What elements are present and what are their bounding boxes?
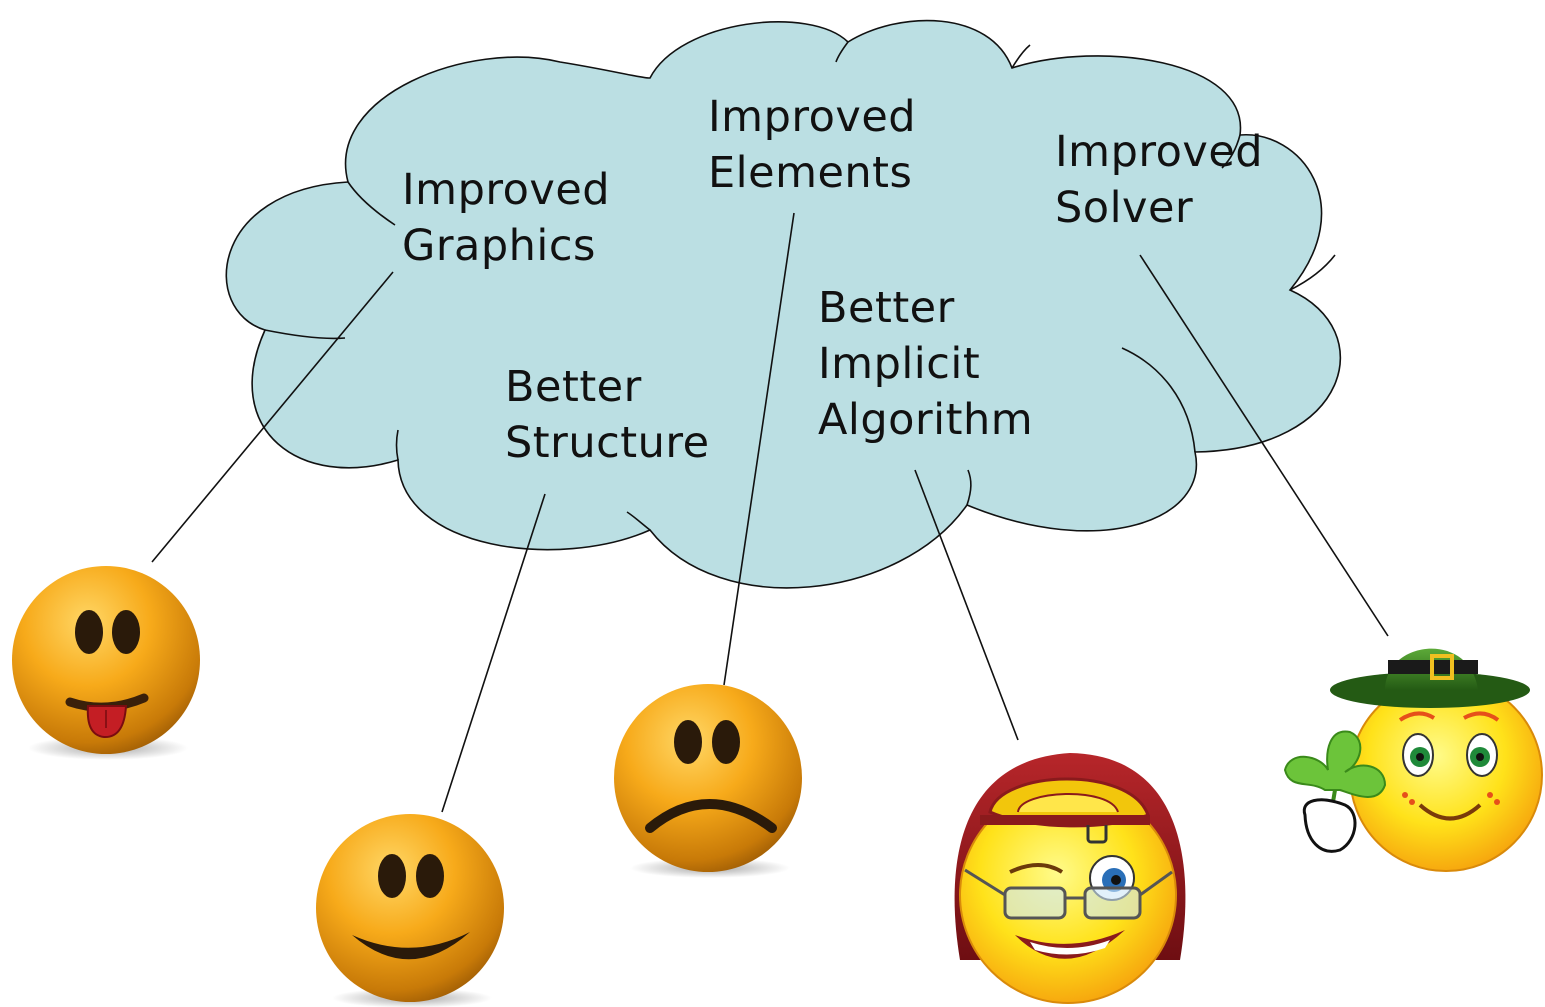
cloud-inner-arc [347,181,396,226]
tongue-out-smiley-icon [12,566,200,760]
label-line: Solver [1055,183,1194,233]
connector-implicit [914,469,1019,741]
connector-elements [723,212,795,686]
connector-graphics [151,271,394,563]
label-better-structure: Better Structure [505,359,710,471]
label-line: Improved [402,165,611,215]
label-improved-solver: Improved Solver [1055,124,1263,236]
connector-structure [441,493,546,813]
cloud-shape [225,19,1341,589]
label-line: Graphics [402,221,596,271]
label-line: Algorithm [818,395,1034,445]
happy-smiley-icon [316,814,504,1007]
label-line: Elements [708,148,913,198]
idea-cloud [225,19,1341,589]
cloud-inner-arc [1011,44,1031,69]
label-line: Better [505,362,642,412]
cloud-inner-arc [395,429,399,461]
label-improved-graphics: Improved Graphics [402,162,610,274]
connector-solver [1139,254,1389,637]
cloud-inner-arc [966,469,972,506]
leprechaun-shamrock-smiley-icon [1283,648,1543,872]
cloud-inner-arc [1121,347,1196,453]
cloud-inner-arc [626,511,651,531]
cloud-inner-arc [1289,254,1336,291]
label-improved-elements: Improved Elements [708,89,916,201]
label-better-implicit-algorithm: Better Implicit Algorithm [818,280,1033,448]
label-line: Improved [1055,127,1264,177]
winking-cap-glasses-smiley-icon [954,753,1186,1004]
sad-smiley-icon [614,684,802,878]
label-line: Implicit [818,339,981,389]
label-line: Structure [505,418,710,468]
cloud-inner-arc [835,41,849,63]
connector-lines [151,212,1389,813]
label-line: Improved [708,92,917,142]
cloud-inner-arc [1221,134,1241,169]
label-line: Better [818,283,955,333]
